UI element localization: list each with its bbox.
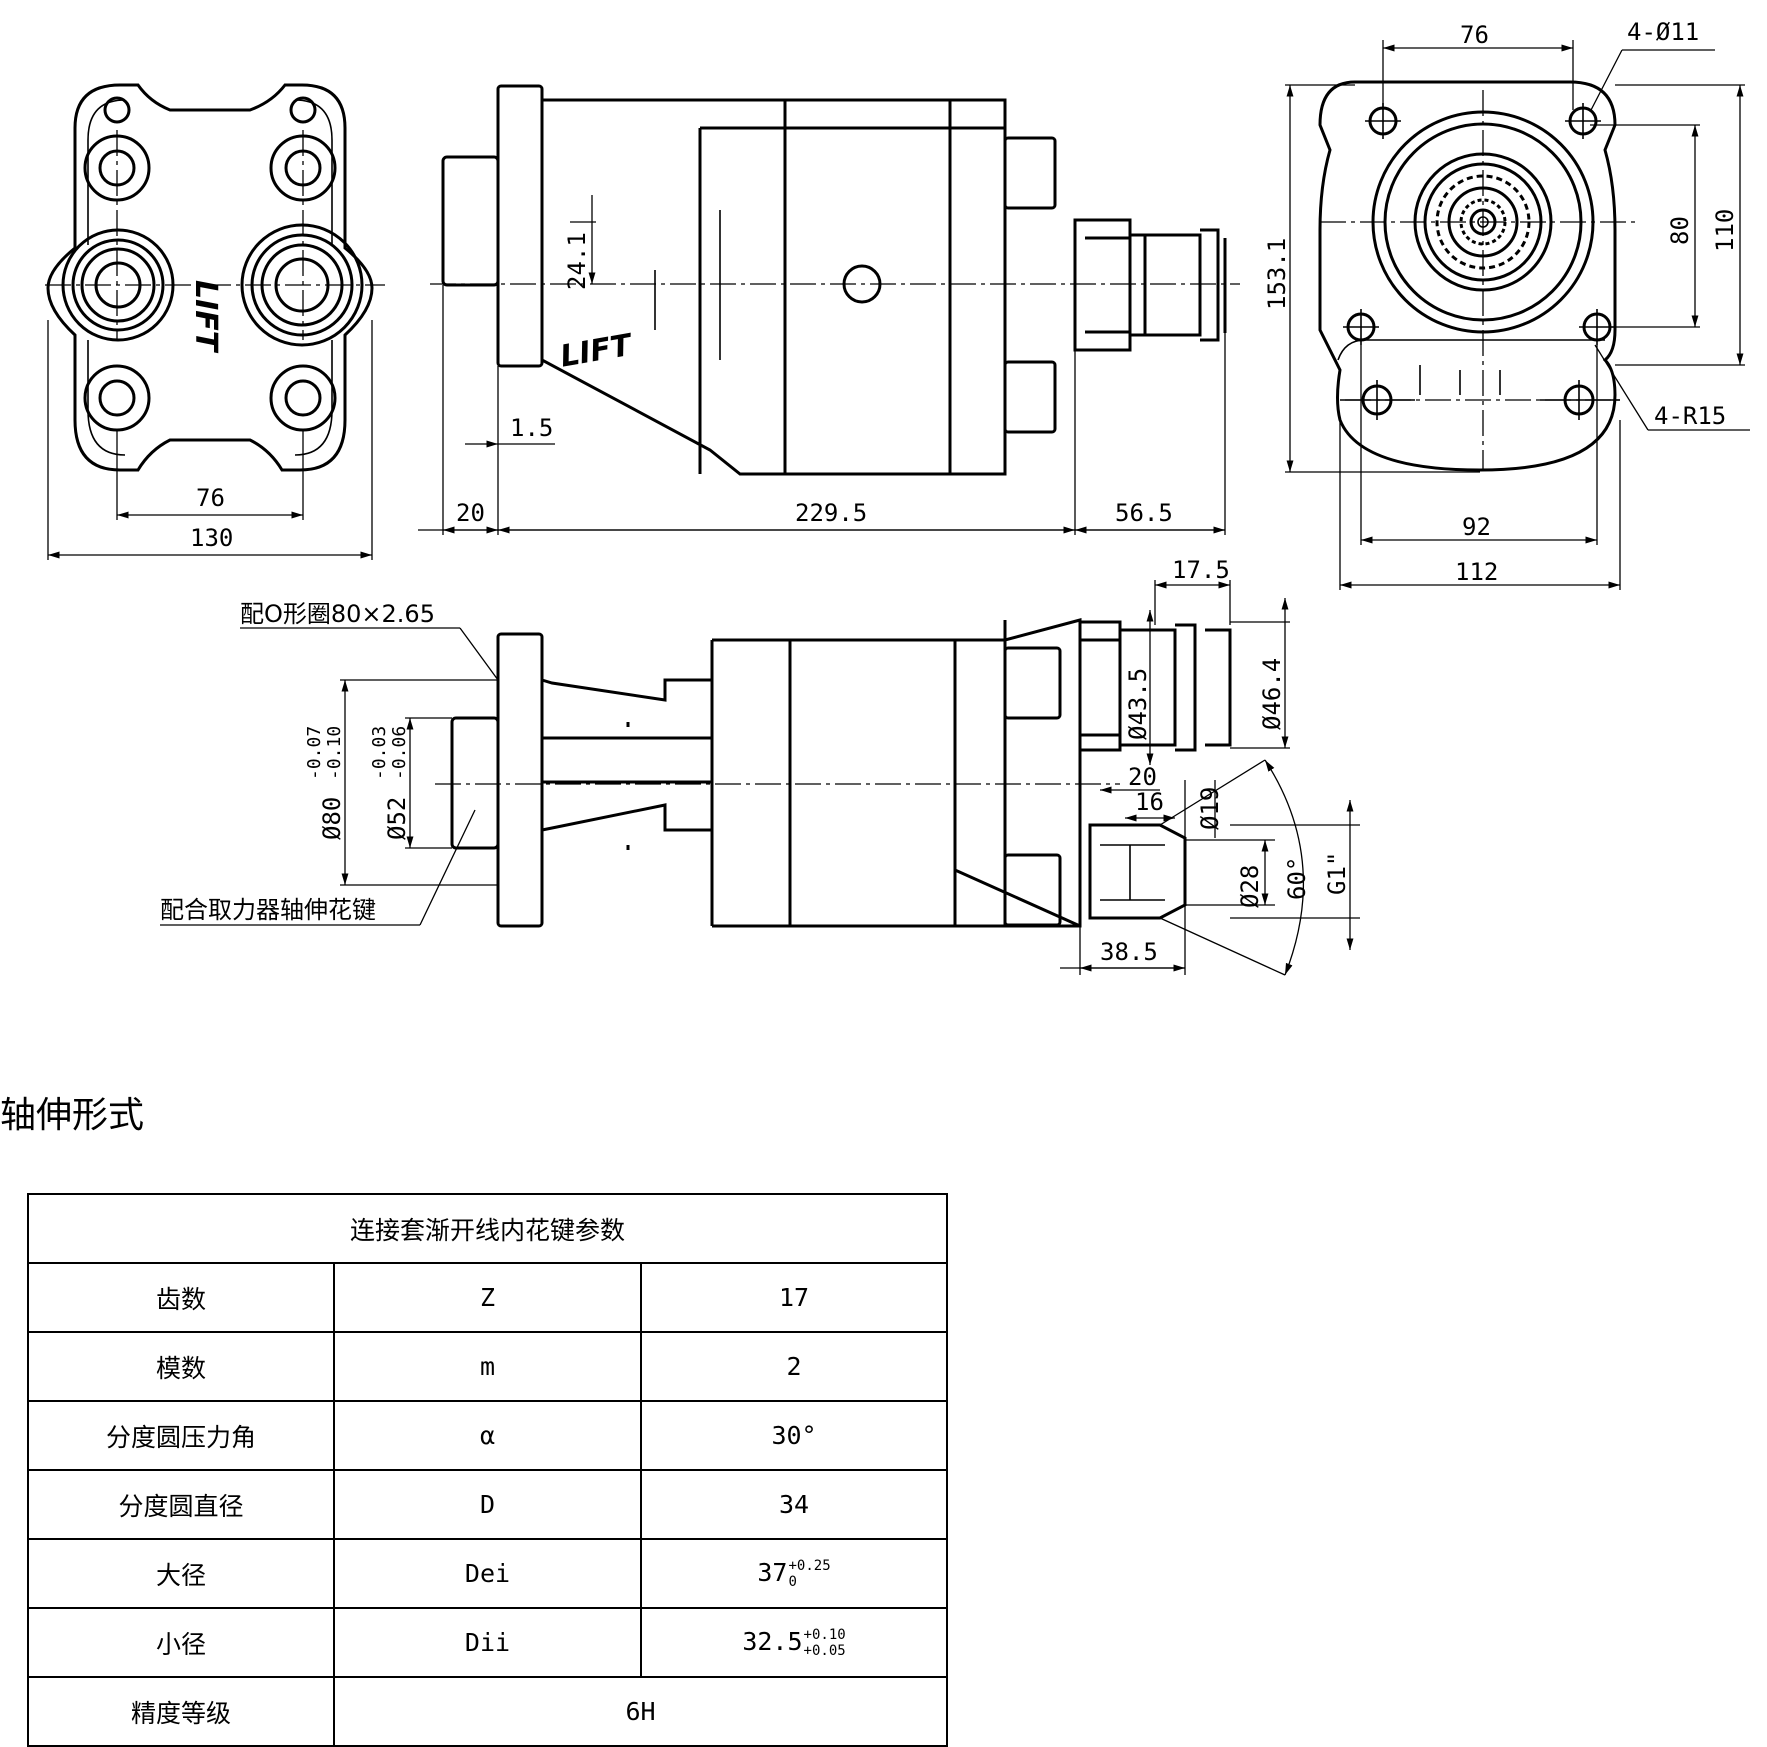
table-title: 连接套渐开线内花键参数	[26, 1193, 949, 1264]
dim-pilot-dia: Ø80	[318, 797, 346, 840]
dim-port-16: 16	[1135, 788, 1164, 816]
dim-side-20: 20	[456, 499, 485, 527]
tolerance-upper: +0.25	[788, 1557, 831, 1574]
dim-rear-110: 110	[1711, 209, 1739, 252]
tolerance-lower: +0.05	[803, 1642, 846, 1659]
dim-shaft-dia: Ø52	[383, 797, 411, 840]
table-row: 分度圆压力角 α 30°	[27, 1400, 949, 1471]
param-name: 精度等级	[27, 1676, 335, 1747]
param-name: 分度圆直径	[27, 1469, 335, 1540]
dim-port-28: Ø28	[1236, 865, 1264, 908]
param-value: 17	[639, 1262, 949, 1333]
tolerance-lower: 0	[788, 1573, 797, 1590]
front-logo: LIFT	[188, 280, 223, 354]
param-symbol: Dii	[333, 1607, 642, 1678]
dim-rear-radius-callout: 4-R15	[1654, 402, 1726, 430]
param-symbol: D	[333, 1469, 642, 1540]
dim-port-38-5: 38.5	[1100, 938, 1158, 966]
param-value: 6H	[332, 1676, 949, 1747]
param-value-with-tolerance: 32.5+0.10+0.05	[639, 1607, 949, 1678]
dim-outlet-46-4: Ø46.4	[1258, 658, 1286, 730]
section-title: 轴伸形式	[0, 1095, 145, 1136]
dim-rear-92: 92	[1462, 513, 1491, 541]
param-value: 34	[639, 1469, 949, 1540]
dim-rear-hole-callout: 4-Ø11	[1627, 18, 1699, 46]
dim-port-19: Ø19	[1196, 787, 1224, 830]
dim-side-24-1: 24.1	[563, 232, 591, 290]
spline-parameter-table: 连接套渐开线内花键参数 齿数 Z 17 模数 m 2 分度圆压力角 α 30° …	[26, 1193, 949, 1747]
table-row: 精度等级 6H	[27, 1676, 949, 1747]
dim-side-56-5: 56.5	[1115, 499, 1173, 527]
oring-callout: 配O形圈80×2.65	[240, 600, 435, 628]
dim-pilot-tol-lower: -0.10	[324, 726, 345, 780]
side-view: LIFT 24.1 1.5 20 229.5 56.5	[418, 84, 1240, 535]
dim-port-20: 20	[1128, 763, 1157, 791]
dim-front-76: 76	[196, 484, 225, 512]
section-view: Ø80 -0.07 -0.10 Ø52 -0.03 -0.06 配O形圈80×2…	[160, 556, 1360, 976]
dim-rear-112: 112	[1455, 558, 1498, 586]
param-symbol: m	[333, 1331, 642, 1402]
param-value: 37	[757, 1557, 788, 1587]
dim-side-1-5: 1.5	[510, 414, 553, 442]
param-name: 大径	[27, 1538, 335, 1609]
dim-pilot-tol-upper: -0.07	[304, 726, 325, 780]
dim-shaft-tol-lower: -0.06	[389, 726, 410, 780]
param-name: 齿数	[27, 1262, 335, 1333]
front-view: LIFT 76 130	[45, 83, 385, 560]
param-value: 32.5	[742, 1626, 803, 1656]
table-title-row: 连接套渐开线内花键参数	[26, 1193, 949, 1264]
tolerance-upper: +0.10	[803, 1626, 846, 1643]
param-symbol: Z	[333, 1262, 642, 1333]
dim-outlet-17-5: 17.5	[1172, 556, 1230, 584]
spline-callout: 配合取力器轴伸花键	[160, 896, 376, 924]
table-row: 分度圆直径 D 34	[27, 1469, 949, 1540]
param-symbol: α	[333, 1400, 642, 1471]
dim-shaft-tol-upper: -0.03	[369, 726, 390, 780]
param-name: 分度圆压力角	[27, 1400, 335, 1471]
dim-port-angle: 60°	[1283, 857, 1311, 900]
table-row: 模数 m 2	[27, 1331, 949, 1402]
dim-rear-76: 76	[1460, 21, 1489, 49]
side-logo: LIFT	[558, 327, 637, 374]
param-value: 2	[639, 1331, 949, 1402]
dim-port-thread: G1"	[1323, 852, 1351, 895]
param-value: 30°	[639, 1400, 949, 1471]
dim-rear-80: 80	[1666, 216, 1694, 245]
dim-side-229-5: 229.5	[795, 499, 867, 527]
technical-drawing: LIFT 76 130 LIFT 24.1	[45, 18, 1750, 976]
table-row: 小径 Dii 32.5+0.10+0.05	[27, 1607, 949, 1678]
param-name: 模数	[27, 1331, 335, 1402]
tolerance: +0.10+0.05	[804, 1627, 846, 1659]
dim-front-130: 130	[190, 524, 233, 552]
param-symbol: Dei	[333, 1538, 642, 1609]
param-name: 小径	[27, 1607, 335, 1678]
rear-view: 76 4-Ø11 153.1 80 110 4-R15 92 112	[1263, 18, 1750, 590]
dim-rear-153-1: 153.1	[1263, 238, 1291, 310]
table-row: 齿数 Z 17	[27, 1262, 949, 1333]
dim-outlet-43-5: Ø43.5	[1124, 668, 1152, 740]
